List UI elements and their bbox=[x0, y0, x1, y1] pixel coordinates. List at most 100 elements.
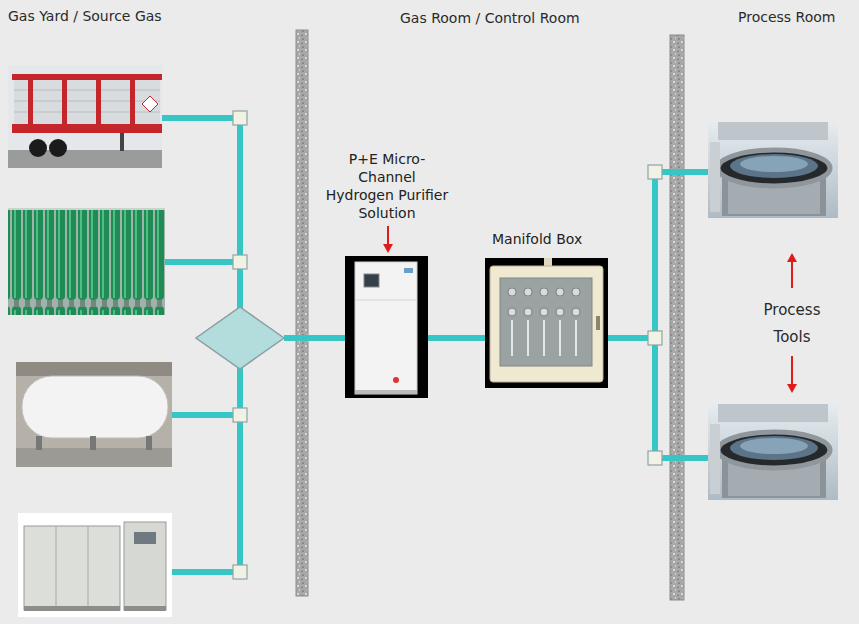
tube-trailer-photo bbox=[49, 139, 67, 157]
storage-tank-photo bbox=[90, 436, 96, 450]
pipe-junction bbox=[648, 451, 662, 465]
tube-trailer-photo bbox=[14, 101, 160, 102]
purifier-cabinet-photo bbox=[404, 268, 413, 273]
pipe-junction bbox=[648, 331, 662, 345]
purifier-cabinet-photo bbox=[355, 390, 417, 394]
gas-pipe bbox=[284, 335, 345, 341]
node-caption: P+E Micro-Channel Hydrogen Purifier Solu… bbox=[323, 150, 451, 222]
tube-trailer-photo bbox=[120, 133, 124, 151]
pipe-junction bbox=[648, 165, 662, 179]
manifold-box-photo bbox=[575, 320, 577, 356]
node-caption: Manifold Box bbox=[492, 230, 642, 248]
hydrogen-generator-photo bbox=[88, 526, 89, 610]
storage-tank-photo bbox=[16, 362, 172, 467]
manifold-box-photo bbox=[540, 288, 548, 296]
manifold-box-photo bbox=[508, 308, 516, 316]
hydrogen-generator-photo bbox=[24, 606, 120, 611]
hydrogen-generator-photo bbox=[124, 522, 166, 610]
gas-pipe bbox=[172, 412, 240, 418]
storage-tank-photo bbox=[22, 376, 168, 438]
manifold-box-photo bbox=[500, 278, 592, 366]
merge-diamond bbox=[196, 307, 284, 369]
manifold-box-photo bbox=[524, 288, 532, 296]
tube-trailer-photo bbox=[142, 96, 158, 112]
hydrogen-generator-photo bbox=[24, 526, 120, 610]
tube-trailer-photo bbox=[62, 74, 67, 129]
manifold-box-photo bbox=[512, 320, 576, 356]
process-tool-photo bbox=[708, 122, 838, 218]
hydrogen-generator-photo bbox=[134, 532, 156, 544]
storage-tank-photo bbox=[36, 436, 42, 450]
tube-trailer-photo bbox=[12, 74, 162, 80]
hydrogen-generator-photo bbox=[124, 606, 166, 611]
zone-heading: Gas Yard / Source Gas bbox=[8, 7, 248, 25]
manifold-box-photo bbox=[543, 320, 545, 356]
merge-diamond bbox=[196, 307, 284, 369]
manifold-box-photo bbox=[540, 308, 548, 316]
gas-pipe bbox=[172, 569, 240, 575]
purifier-cabinet-photo bbox=[393, 377, 399, 383]
manifold-box-photo bbox=[490, 266, 603, 382]
hydrogen-generator-photo bbox=[18, 513, 172, 617]
callout-arrow bbox=[383, 226, 797, 393]
gas-pipe bbox=[165, 259, 240, 265]
wall-right bbox=[670, 35, 684, 600]
tube-trailer-photo bbox=[130, 74, 135, 129]
storage-tank-photo bbox=[16, 362, 172, 376]
tube-trailer-photo bbox=[28, 74, 33, 129]
callout-arrow bbox=[791, 260, 793, 288]
purifier-unit: P+E Micro-Channel Hydrogen Purifier Solu… bbox=[345, 256, 428, 398]
manifold-box-photo bbox=[485, 258, 608, 388]
zone-heading: Gas Room / Control Room bbox=[400, 9, 640, 27]
manifold-box-photo bbox=[559, 320, 561, 356]
manifold-box-photo bbox=[511, 320, 513, 356]
manifold-box-photo bbox=[485, 258, 608, 388]
gas-pipe bbox=[162, 115, 240, 121]
manifold-box-photo bbox=[524, 308, 532, 316]
pipe-connector bbox=[428, 335, 485, 341]
pipe-junction bbox=[233, 111, 662, 579]
process-tool-photo bbox=[708, 122, 838, 218]
hydrogen-generator-photo bbox=[18, 513, 172, 617]
manifold-box-photo bbox=[527, 320, 529, 356]
pipe-connector bbox=[428, 338, 485, 339]
process-tool-photo bbox=[708, 404, 838, 500]
storage-tank-photo bbox=[16, 448, 172, 467]
cylinder-bank-photo bbox=[8, 208, 165, 315]
gas-pipe bbox=[162, 118, 708, 572]
callout-arrow bbox=[791, 356, 793, 386]
purifier-cabinet-photo bbox=[355, 300, 417, 301]
hydrogen-generator-photo bbox=[56, 526, 57, 610]
pipe-junction bbox=[233, 565, 247, 579]
manifold-box-photo bbox=[572, 308, 580, 316]
cylinder-bank-photo bbox=[8, 210, 165, 315]
gas-pipe bbox=[652, 172, 658, 458]
purifier-cabinet-photo bbox=[355, 262, 417, 394]
gas-pipe bbox=[655, 455, 708, 461]
callout-label: Process Tools bbox=[755, 297, 829, 351]
manifold-box: Manifold Box bbox=[485, 258, 608, 388]
pipe-junction bbox=[233, 111, 247, 125]
callout-arrow bbox=[787, 384, 797, 393]
tube-trailer-photo bbox=[14, 90, 160, 91]
tube-trailer-photo bbox=[14, 112, 160, 113]
callout-arrow bbox=[787, 253, 797, 262]
manifold-box-photo bbox=[508, 288, 516, 296]
wall-left bbox=[296, 30, 308, 596]
purifier-cabinet-photo bbox=[345, 256, 428, 398]
cylinder-bank-photo bbox=[8, 208, 165, 315]
tube-trailer-photo bbox=[29, 139, 47, 157]
zone-heading: Process Room bbox=[738, 8, 856, 26]
manifold-box-photo bbox=[596, 316, 600, 330]
pipe-junction bbox=[233, 408, 247, 422]
wall-left bbox=[296, 30, 308, 596]
tube-trailer-photo bbox=[12, 124, 162, 133]
callout-arrow bbox=[383, 244, 393, 253]
pipe-junction bbox=[233, 255, 247, 269]
gas-pipe bbox=[655, 169, 708, 175]
wall-right bbox=[670, 35, 684, 600]
purifier-cabinet-photo bbox=[364, 274, 379, 287]
